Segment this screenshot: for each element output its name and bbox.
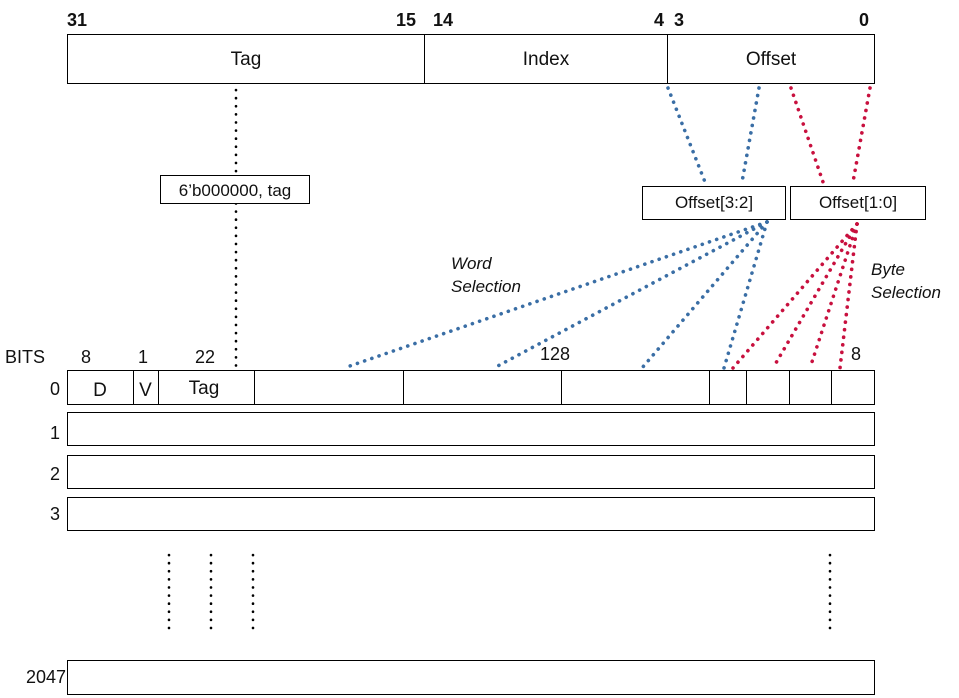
byte-note-line1: Byte — [871, 260, 906, 279]
byte-selection-lines — [731, 86, 872, 370]
bits-header: BITS — [5, 347, 46, 367]
cell-tag: Tag — [188, 378, 220, 399]
row-label-0: 0 — [49, 379, 60, 399]
index-field: Index — [424, 34, 668, 84]
bit-31-label: 31 — [67, 10, 88, 30]
width-byte-label: 8 — [851, 344, 862, 364]
bit-4-label: 4 — [654, 10, 665, 30]
tag-field-label: Tag — [230, 49, 262, 70]
word-note-line2: Selection — [451, 277, 521, 296]
width-v-label: 1 — [138, 347, 149, 367]
byte-selection-note: Byte Selection — [871, 258, 941, 304]
row-label-2047: 2047 — [25, 667, 66, 687]
offset-byte-box: Offset[1:0] — [790, 186, 926, 220]
bit-0-label: 0 — [859, 10, 870, 30]
tag-field: Tag — [67, 34, 425, 84]
offset-field: Offset — [667, 34, 875, 84]
word-note-line1: Word — [451, 254, 492, 273]
row-label-3: 3 — [49, 504, 60, 524]
width-tag-label: 22 — [195, 347, 216, 367]
bit-15-label: 15 — [396, 10, 417, 30]
index-field-label: Index — [522, 49, 570, 70]
cell-valid: V — [139, 380, 152, 401]
cache-row-3 — [67, 497, 875, 531]
width-d-label: 8 — [81, 347, 92, 367]
tag-pad-box: 6’b000000, tag — [160, 175, 310, 204]
cache-row-2047 — [67, 660, 875, 695]
byte-note-line2: Selection — [871, 283, 941, 302]
offset-field-label: Offset — [745, 49, 797, 70]
offset-word-box: Offset[3:2] — [642, 186, 786, 220]
bit-3-label: 3 — [674, 10, 685, 30]
ellipsis-dots — [167, 553, 832, 638]
cache-row-0 — [67, 370, 875, 405]
cell-dirty: D — [93, 380, 107, 401]
word-selection-note: Word Selection — [451, 252, 521, 298]
width-data-label: 128 — [540, 344, 571, 364]
cache-row-2 — [67, 455, 875, 489]
row-label-1: 1 — [49, 423, 60, 443]
row-label-2: 2 — [49, 464, 60, 484]
word-selection-lines — [342, 86, 769, 370]
bit-14-label: 14 — [433, 10, 454, 30]
cache-row-1 — [67, 412, 875, 446]
